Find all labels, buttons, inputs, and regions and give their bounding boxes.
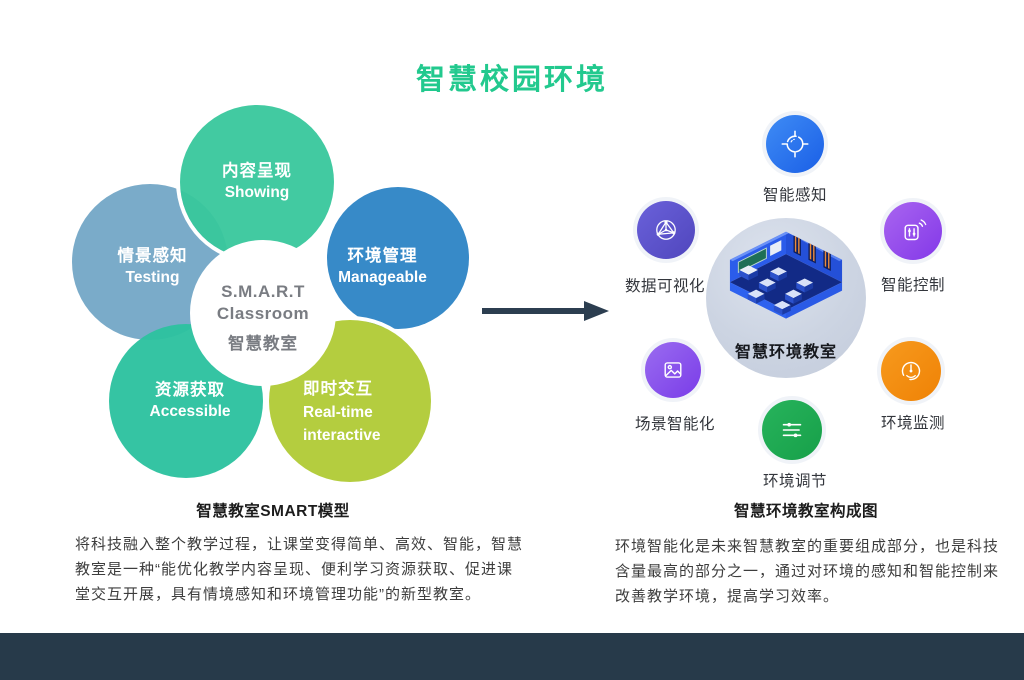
env-classroom-diagram: 智慧环境教室 智能感知 数据可视化 bbox=[620, 90, 1024, 490]
node-label-control: 智能控制 bbox=[880, 277, 945, 294]
smart-model-caption: 智慧教室SMART模型 bbox=[196, 503, 350, 520]
target-icon bbox=[766, 115, 824, 173]
env-model-description: 环境智能化是未来智慧教室的重要组成部分，也是科技含量最高的部分之一，通过对环境的… bbox=[615, 538, 1000, 605]
smart-model-description: 将科技融入整个教学过程，让课堂变得简单、高效、智能，智慧教室是一种“能优化教学内… bbox=[75, 536, 524, 603]
flow-arrow-icon bbox=[482, 298, 612, 324]
petal-environment-manageable bbox=[327, 187, 469, 329]
petal-label-testing: 情景感知 Testing bbox=[117, 247, 188, 286]
node-label-scene-intelligence: 场景智能化 bbox=[634, 416, 715, 433]
node-label-monitoring: 环境监测 bbox=[880, 415, 945, 432]
smart-center-circle bbox=[190, 240, 336, 386]
footer-bar bbox=[0, 633, 1024, 680]
node-label-data-visualization: 数据可视化 bbox=[624, 278, 705, 295]
env-center-label: 智慧环境教室 bbox=[734, 344, 837, 361]
env-center-circle: 智慧环境教室 bbox=[706, 218, 866, 378]
data-3d-icon bbox=[637, 201, 695, 259]
petal-label-accessible: 资源获取 Accessible bbox=[149, 381, 231, 420]
isometric-classroom-illustration bbox=[729, 231, 843, 319]
sliders-icon bbox=[762, 400, 822, 460]
petal-content-showing bbox=[180, 105, 334, 259]
petal-label-showing: 内容呈现 Showing bbox=[222, 162, 292, 201]
page-title: 智慧校园环境 bbox=[415, 64, 608, 96]
env-model-caption: 智慧环境教室构成图 bbox=[733, 503, 878, 520]
petal-label-manageable: 环境管理 Manageable bbox=[338, 247, 427, 286]
smart-center-label: S.M.A.R.T Classroom 智慧教室 bbox=[216, 282, 310, 353]
control-panel-icon bbox=[884, 202, 942, 260]
node-label-sensing: 智能感知 bbox=[762, 187, 827, 204]
scene-image-icon bbox=[645, 342, 701, 398]
petal-label-interactive: 即时交互 Real-time interactive bbox=[303, 380, 381, 444]
gauge-icon bbox=[881, 341, 941, 401]
node-label-adjustment: 环境调节 bbox=[762, 473, 827, 490]
smart-classroom-diagram: 内容呈现 Showing 情景感知 Testing 环境管理 Manageabl… bbox=[60, 100, 470, 500]
